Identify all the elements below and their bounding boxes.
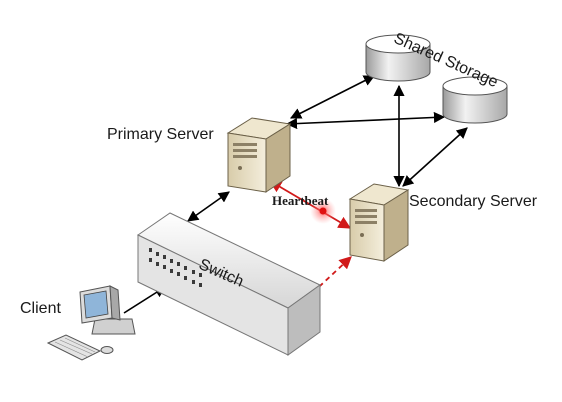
- secondary-server-label: Secondary Server: [409, 193, 538, 210]
- link-primary-switch: [187, 191, 230, 222]
- heartbeat-label: Heartbeat: [272, 193, 329, 208]
- server-icon: [348, 183, 410, 262]
- link-primary-storage1: [290, 75, 375, 119]
- link-primary-storage2: [285, 111, 446, 130]
- server-icon: [226, 117, 292, 193]
- heartbeat-link: [268, 180, 352, 229]
- primary-server-label: Primary Server: [107, 126, 214, 143]
- heartbeat-dot: [319, 207, 327, 215]
- database-icon: [442, 76, 508, 124]
- client-label: Client: [20, 300, 61, 317]
- desktop-computer-icon: [46, 285, 136, 361]
- database-icon: [365, 34, 431, 82]
- link-secondary-storage2: [402, 127, 468, 187]
- network-switch-icon: [137, 212, 321, 356]
